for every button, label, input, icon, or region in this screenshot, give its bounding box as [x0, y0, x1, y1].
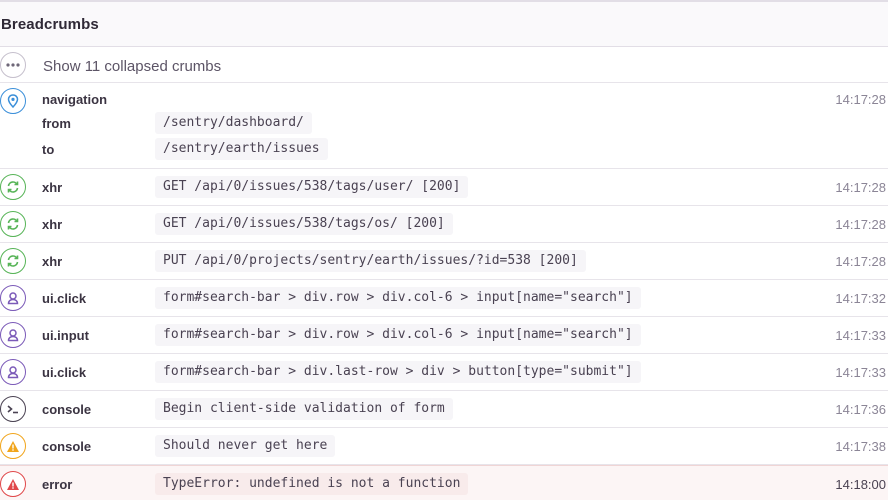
nav-from-label: from [42, 116, 71, 131]
crumb-row-navigation: navigation from /sentry/dashboard/ to /s… [0, 83, 888, 169]
crumb-message: PUT /api/0/projects/sentry/earth/issues/… [155, 250, 586, 272]
crumb-timestamp: 14:17:33 [835, 365, 886, 380]
refresh-icon [0, 248, 26, 274]
crumb-row-ui: ui.click form#search-bar > div.row > div… [0, 280, 888, 317]
crumb-category: console [42, 402, 92, 417]
show-collapsed-crumbs-button[interactable]: Show 11 collapsed crumbs [43, 58, 222, 75]
crumb-message: form#search-bar > div.row > div.col-6 > … [155, 324, 641, 346]
crumb-category: ui.click [42, 291, 87, 306]
crumb-message: form#search-bar > div.last-row > div > b… [155, 361, 641, 383]
crumb-row-xhr: xhr GET /api/0/issues/538/tags/os/ [200]… [0, 206, 888, 243]
crumb-timestamp: 14:17:38 [835, 439, 886, 454]
crumb-timestamp: 14:18:00 [835, 477, 886, 492]
crumb-timestamp: 14:17:28 [835, 254, 886, 269]
nav-to-value: /sentry/earth/issues [155, 138, 328, 160]
crumb-timestamp: 14:17:32 [835, 291, 886, 306]
crumb-category: xhr [42, 254, 63, 269]
crumb-message: form#search-bar > div.row > div.col-6 > … [155, 287, 641, 309]
location-pin-icon [0, 88, 26, 114]
crumb-row-xhr: xhr GET /api/0/issues/538/tags/user/ [20… [0, 169, 888, 206]
crumb-category: xhr [42, 180, 63, 195]
collapsed-crumbs-row[interactable]: Show 11 collapsed crumbs [0, 47, 888, 83]
section-title: Breadcrumbs [1, 15, 99, 33]
crumb-row-ui: ui.input form#search-bar > div.row > div… [0, 317, 888, 354]
error-icon [0, 471, 26, 497]
crumb-timestamp: 14:17:33 [835, 328, 886, 343]
refresh-icon [0, 211, 26, 237]
refresh-icon [0, 174, 26, 200]
crumb-category: xhr [42, 217, 63, 232]
user-icon [0, 359, 26, 385]
crumb-message: GET /api/0/issues/538/tags/os/ [200] [155, 213, 453, 235]
crumb-timestamp: 14:17:28 [835, 217, 886, 232]
crumb-row-error: error TypeError: undefined is not a func… [0, 465, 888, 500]
crumb-row-console: console Begin client-side validation of … [0, 391, 888, 428]
crumb-category: console [42, 439, 92, 454]
breadcrumb-list: Show 11 collapsed crumbs navigation from… [0, 47, 888, 500]
top-border [0, 0, 888, 2]
warning-icon [0, 433, 26, 459]
crumb-message: Should never get here [155, 435, 336, 457]
crumb-timestamp: 14:17:36 [835, 402, 886, 417]
ellipsis-icon[interactable] [0, 52, 26, 78]
crumb-category: ui.click [42, 365, 87, 380]
crumb-timestamp: 14:17:28 [835, 92, 886, 107]
crumb-row-warning: console Should never get here 14:17:38 [0, 428, 888, 465]
nav-to-label: to [42, 142, 55, 157]
crumb-timestamp: 14:17:28 [835, 180, 886, 195]
nav-from-value: /sentry/dashboard/ [155, 112, 312, 134]
crumb-row-xhr: xhr PUT /api/0/projects/sentry/earth/iss… [0, 243, 888, 280]
crumb-message: GET /api/0/issues/538/tags/user/ [200] [155, 176, 469, 198]
crumb-message: Begin client-side validation of form [155, 398, 453, 420]
crumb-message: TypeError: undefined is not a function [155, 473, 469, 495]
user-icon [0, 285, 26, 311]
terminal-icon [0, 396, 26, 422]
crumb-category: error [42, 477, 73, 492]
crumb-category: ui.input [42, 328, 89, 343]
user-icon [0, 322, 26, 348]
breadcrumbs-header: Breadcrumbs [0, 2, 888, 47]
crumb-row-ui: ui.click form#search-bar > div.last-row … [0, 354, 888, 391]
crumb-category: navigation [42, 92, 108, 107]
